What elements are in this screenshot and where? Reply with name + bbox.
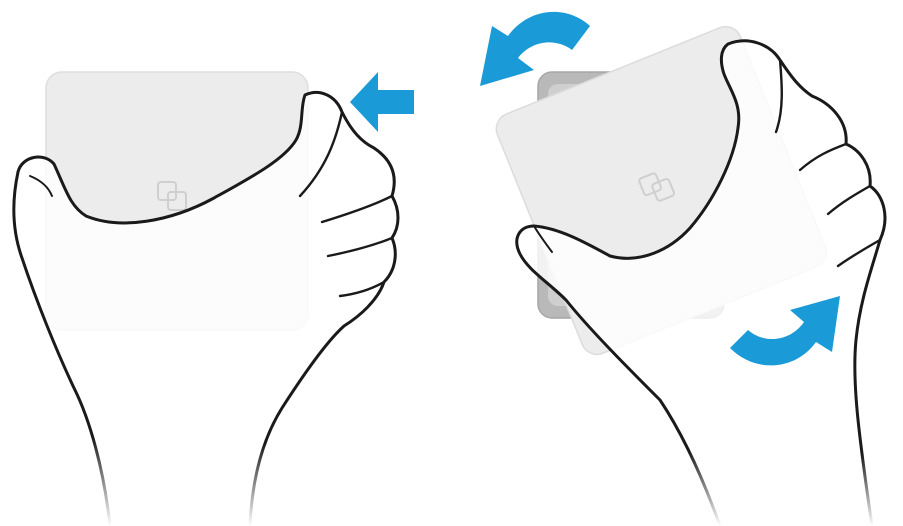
- hand-icon: [515, 39, 887, 526]
- device-logo-icon: [157, 181, 187, 211]
- rotate-arrow-icon: [730, 296, 840, 366]
- panel-rotate: [480, 11, 887, 526]
- hand-icon: [12, 90, 400, 526]
- panel-press: [12, 71, 414, 526]
- device-logo-icon: [638, 172, 675, 202]
- rotate-arrow-icon: [480, 11, 590, 87]
- push-arrow-icon: [350, 72, 414, 132]
